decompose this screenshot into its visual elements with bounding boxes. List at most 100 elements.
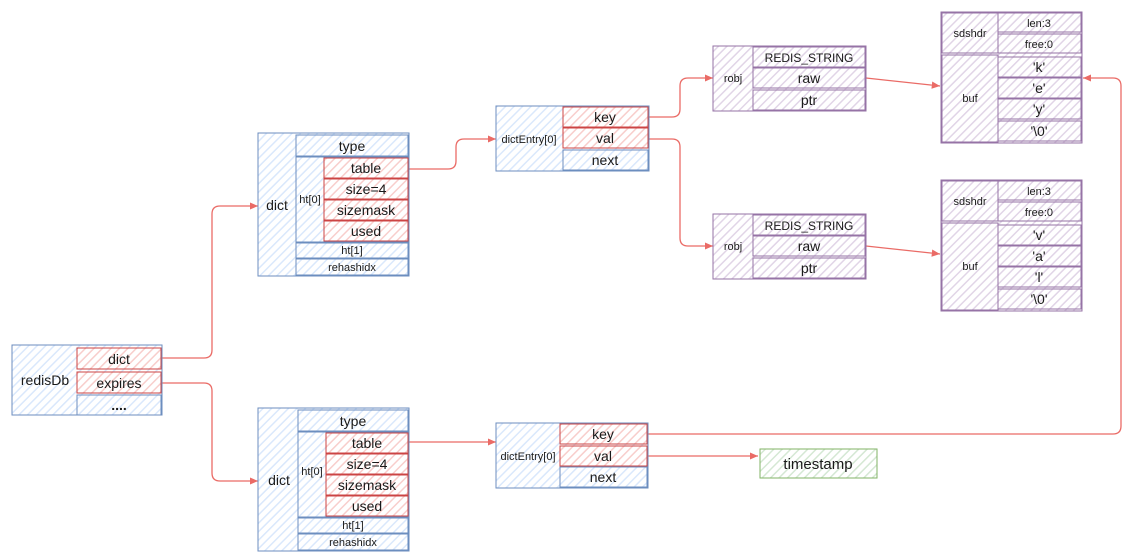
robj-val-type-label: REDIS_STRING [765, 219, 854, 233]
sds-key-len [997, 12, 1082, 33]
robj-val-type [752, 214, 866, 236]
sds-key-struct: sdshdr len:3 free:0 buf 'k' 'e' 'y' '\0' [940, 11, 1083, 144]
dict-main-ht0-size-label: size=4 [346, 181, 387, 197]
sds-key-char-3 [997, 120, 1082, 142]
arrow-robj-key-ptr-to-sds [865, 77, 941, 89]
sds-val-char-2 [997, 266, 1082, 288]
dict-entry-main-val [562, 127, 649, 149]
redisdb-field-expires-label: expires [96, 375, 141, 391]
sds-key-char-2 [997, 98, 1082, 120]
dict-entry-main-title: dictEntry[0] [501, 134, 556, 146]
robj-val-title: robj [724, 241, 742, 253]
sds-key-header-label: sdshdr [953, 28, 986, 40]
dict-main-ht0-table [323, 157, 409, 179]
connector-arrows [160, 74, 1122, 485]
redisdb-field-dict [76, 347, 162, 370]
sds-key-len-label: len:3 [1027, 18, 1051, 30]
redisdb-struct: redisDb dict expires .... [11, 344, 163, 416]
sds-val-char-3-label: '\0' [1030, 291, 1047, 307]
sds-key-buf-label: buf [962, 93, 978, 105]
sds-key-char-0-label: 'k' [1033, 59, 1045, 75]
sds-val-free-label: free:0 [1025, 207, 1053, 219]
robj-val-struct: robj REDIS_STRING raw ptr [712, 213, 867, 280]
dict-expires-ht0-size [325, 453, 409, 475]
dict-expires-ht0-size-label: size=4 [347, 456, 388, 472]
sds-val-struct: sdshdr len:3 free:0 buf 'v' 'a' 'l' '\0' [940, 179, 1083, 312]
dict-entry-main-val-label: val [596, 130, 614, 146]
sds-val-len [997, 180, 1082, 201]
dict-entry-main-key [562, 106, 649, 128]
robj-key-encoding [752, 67, 866, 89]
arrow-redisdb-dict-to-main-dict [160, 202, 258, 359]
redisdb-field-dict-label: dict [108, 351, 130, 367]
dict-entry-main-struct: dictEntry[0] key val next [495, 105, 650, 172]
robj-val-encoding-label: raw [798, 238, 821, 254]
dict-main-type [295, 134, 409, 157]
robj-val-ptr-label: ptr [801, 260, 818, 276]
dict-main-ht0-used [323, 220, 409, 242]
sds-val-char-1-label: 'a' [1032, 248, 1045, 264]
sds-key-char-1 [997, 77, 1082, 99]
sds-val-header-label: sdshdr [953, 196, 986, 208]
timestamp-label: timestamp [783, 456, 852, 473]
redisdb-field-more-label: .... [111, 397, 127, 413]
sds-val-free [997, 201, 1082, 222]
dict-expires-ht0-sizemask [325, 474, 409, 496]
sds-key-free-label: free:0 [1025, 39, 1053, 51]
timestamp-node: timestamp [759, 448, 878, 479]
sds-key-char-0 [997, 56, 1082, 78]
sds-val-len-label: len:3 [1027, 186, 1051, 198]
arrow-redisdb-expires-to-expires-dict [160, 382, 258, 485]
dict-main-rehashidx [295, 258, 409, 276]
dict-entry-expires-struct: dictEntry[0] key val next [495, 422, 649, 489]
dict-entry-expires-key [559, 423, 648, 445]
sds-val-buf [941, 222, 999, 311]
dict-expires-struct: dict type ht[0] table size=4 sizemask us… [257, 407, 410, 552]
sds-val-char-2-label: 'l' [1035, 269, 1043, 285]
dict-entry-main-key-label: key [594, 109, 616, 125]
dict-expires-rehashidx [297, 533, 409, 551]
dict-main-ht0-size [323, 178, 409, 200]
dict-entry-expires-key-label: key [592, 426, 614, 442]
dict-entry-expires-next-label: next [590, 469, 617, 485]
dict-main-ht0-table-label: table [351, 160, 382, 176]
dict-expires-type-label: type [340, 413, 367, 429]
dict-expires-ht0-used [325, 495, 409, 517]
sds-key-free [997, 33, 1082, 54]
arrow-expires-key-to-key-sds [647, 74, 1122, 435]
dict-main-ht0-used-label: used [351, 223, 381, 239]
sds-val-char-3 [997, 288, 1082, 310]
dict-expires-ht1 [297, 517, 409, 534]
robj-key-struct: robj REDIS_STRING raw ptr [712, 45, 867, 112]
dict-entry-main-next [562, 149, 649, 171]
sds-val-char-0 [997, 224, 1082, 246]
robj-val-ptr [752, 257, 866, 279]
sds-key-char-1-label: 'e' [1032, 80, 1045, 96]
dict-entry-main-next-label: next [592, 152, 619, 168]
timestamp-box [759, 448, 878, 479]
dict-expires-ht0-table-label: table [352, 435, 383, 451]
robj-key-type-label: REDIS_STRING [765, 51, 854, 65]
sds-key-buf [941, 54, 999, 143]
dict-main-type-label: type [339, 138, 366, 154]
dict-entry-expires-title: dictEntry[0] [500, 451, 555, 463]
robj-key-type [752, 46, 866, 68]
dict-main-rehashidx-label: rehashidx [328, 262, 376, 274]
dict-expires-title: dict [268, 472, 290, 488]
dict-main-ht1-label: ht[1] [341, 245, 362, 257]
dict-expires-ht0-sizemask-label: sizemask [338, 477, 397, 493]
redisdb-field-more [76, 394, 162, 416]
robj-key-title: robj [724, 73, 742, 85]
dict-expires-ht0-label: ht[0] [301, 466, 322, 478]
redisdb-field-expires [76, 371, 162, 394]
arrow-entry-val-to-robj-val [648, 138, 713, 250]
dict-entry-expires-next [559, 466, 648, 488]
dict-expires-rehashidx-label: rehashidx [329, 537, 377, 549]
robj-key-ptr-label: ptr [801, 92, 818, 108]
dict-expires-type [297, 409, 409, 432]
sds-val-header [941, 180, 999, 222]
dict-main-struct: dict type ht[0] table size=4 sizemask us… [257, 132, 410, 277]
dict-expires-ht0-used-label: used [352, 498, 382, 514]
dict-main-ht0-sizemask [323, 199, 409, 221]
